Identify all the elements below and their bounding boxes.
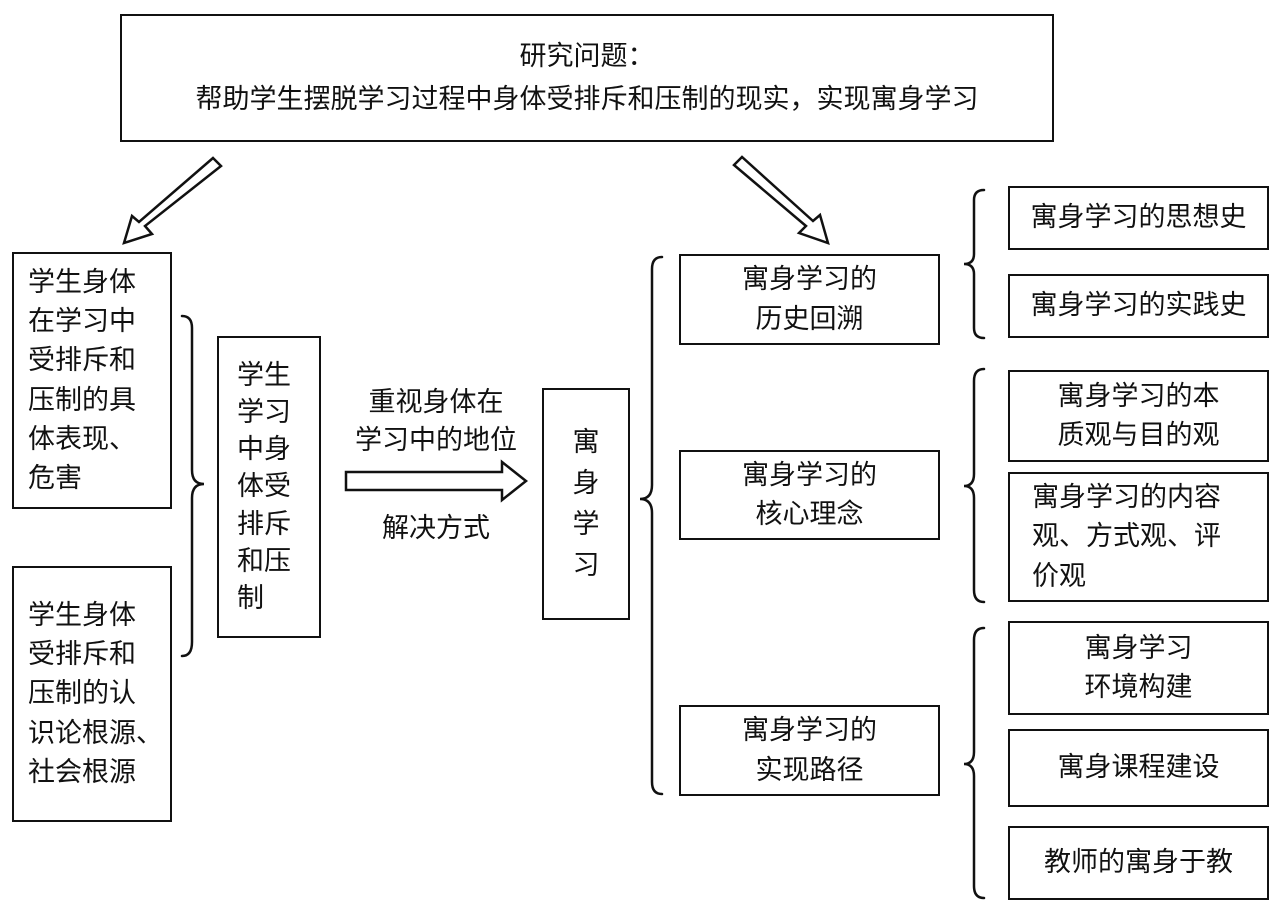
- history-item-practice-text: 寓身学习的实践史: [1030, 290, 1247, 322]
- path-box: 寓身学习的 实现路径: [679, 705, 940, 796]
- history-item-practice: 寓身学习的实践史: [1008, 274, 1269, 338]
- arrow-research-to-left: [122, 156, 223, 245]
- brace-path: [963, 626, 986, 900]
- arrow-label-below: 解决方式: [382, 513, 490, 544]
- path-item-curriculum: 寓身课程建设: [1008, 729, 1269, 807]
- brace-middle: [639, 255, 664, 796]
- brace-left: [180, 314, 205, 658]
- embodied-learning-box: 寓 身 学 习: [542, 388, 630, 620]
- arrow-label-above: 重视身体在 学习中的地位: [355, 387, 517, 456]
- brace-concept: [963, 367, 986, 604]
- research-question-box: 研究问题： 帮助学生摆脱学习过程中身体受排斥和压制的现实，实现寓身学习: [120, 14, 1054, 142]
- arrow-solution: [344, 459, 529, 503]
- path-item-environment-text: 寓身学习 环境构建: [1084, 632, 1193, 703]
- arrow-research-to-right: [732, 155, 830, 245]
- history-item-thought: 寓身学习的思想史: [1008, 186, 1269, 250]
- manifestation-box: 学生身体 在学习中 受排斥和 压制的具 体表现、 危害: [12, 252, 172, 509]
- path-item-environment: 寓身学习 环境构建: [1008, 621, 1269, 715]
- history-text: 寓身学习的 历史回溯: [742, 264, 877, 335]
- path-item-teacher-text: 教师的寓身于教: [1044, 847, 1233, 879]
- concept-item-essence: 寓身学习的本 质观与目的观: [1008, 370, 1269, 462]
- concept-box: 寓身学习的 核心理念: [679, 450, 940, 540]
- manifestation-text: 学生身体 在学习中 受排斥和 压制的具 体表现、 危害: [28, 267, 136, 494]
- research-question-text: 帮助学生摆脱学习过程中身体受排斥和压制的现实，实现寓身学习: [195, 84, 979, 115]
- concept-item-essence-text: 寓身学习的本 质观与目的观: [1057, 380, 1220, 451]
- path-text: 寓身学习的 实现路径: [742, 715, 877, 786]
- history-item-thought-text: 寓身学习的思想史: [1030, 202, 1247, 234]
- path-item-curriculum-text: 寓身课程建设: [1057, 752, 1220, 784]
- root-cause-text: 学生身体 受排斥和 压制的认 识论根源、 社会根源: [28, 600, 163, 788]
- problem-text: 学生 学习 中身 体受 排斥 和压 制: [237, 359, 291, 615]
- history-box: 寓身学习的 历史回溯: [679, 254, 940, 345]
- concept-item-content-text: 寓身学习的内容 观、方式观、评 价观: [1032, 482, 1221, 592]
- path-item-teacher: 教师的寓身于教: [1008, 826, 1269, 900]
- problem-box: 学生 学习 中身 体受 排斥 和压 制: [217, 336, 321, 638]
- brace-history: [963, 188, 986, 340]
- concept-item-content: 寓身学习的内容 观、方式观、评 价观: [1008, 472, 1269, 602]
- root-cause-box: 学生身体 受排斥和 压制的认 识论根源、 社会根源: [12, 566, 172, 822]
- research-question-title: 研究问题：: [519, 40, 655, 72]
- concept-text: 寓身学习的 核心理念: [742, 459, 877, 530]
- embodied-learning-text: 寓 身 学 习: [572, 426, 600, 582]
